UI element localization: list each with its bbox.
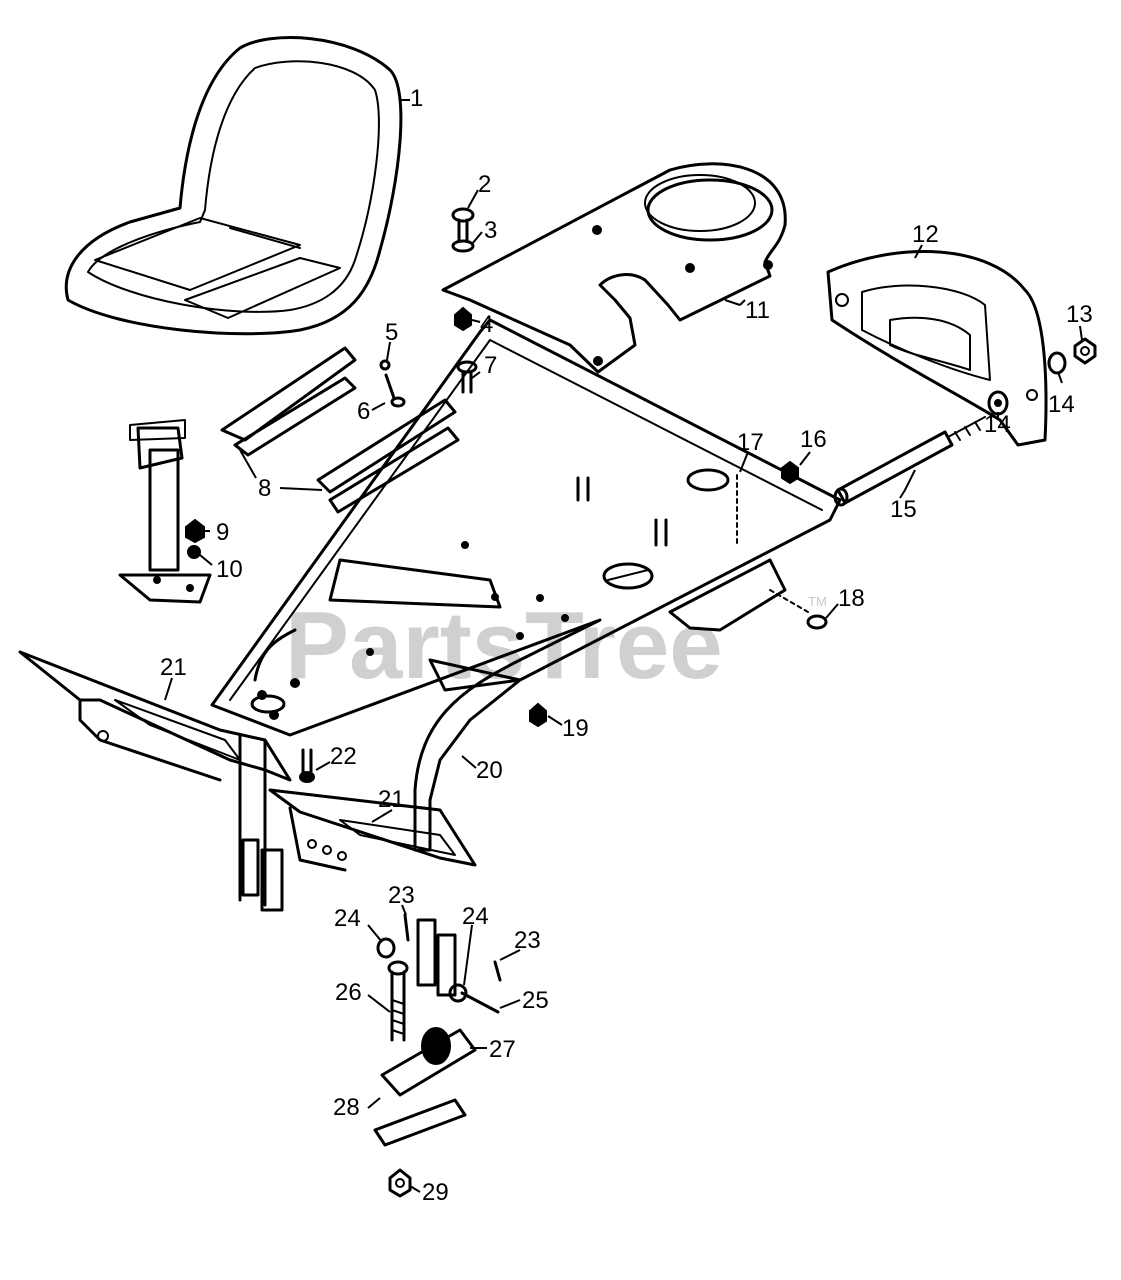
- main-frame-part[interactable]: [210, 318, 842, 907]
- bolt-26-part[interactable]: [387, 960, 409, 1042]
- pin-25-part[interactable]: [460, 991, 500, 1014]
- cotter-pin-23-left-part[interactable]: [403, 913, 410, 942]
- callout-2: 2: [478, 171, 491, 198]
- nut-13-part[interactable]: [1073, 337, 1097, 365]
- callout-21-right: 21: [378, 786, 405, 813]
- callout-27: 27: [489, 1036, 516, 1063]
- callout-12: 12: [912, 221, 939, 248]
- fender-plate-part[interactable]: [441, 162, 787, 374]
- callout-28: 28: [333, 1094, 360, 1121]
- bolt-7-part[interactable]: [456, 360, 478, 394]
- strap-8-part[interactable]: [220, 346, 460, 514]
- washer-10-part[interactable]: [187, 545, 201, 559]
- callout-10: 10: [216, 556, 243, 583]
- nut-19-part[interactable]: [529, 702, 547, 728]
- bolt-22-part[interactable]: [299, 748, 315, 783]
- callout-23-right: 23: [514, 927, 541, 954]
- callout-4: 4: [480, 311, 493, 338]
- nut-29-part[interactable]: [388, 1168, 412, 1198]
- spacer-24-right-part[interactable]: [448, 983, 468, 1003]
- nut-9-part[interactable]: [185, 518, 205, 544]
- callout-13: 13: [1066, 301, 1093, 328]
- plate-28-part[interactable]: [373, 1098, 467, 1147]
- trademark-text: TM: [808, 594, 827, 609]
- callout-22: 22: [330, 743, 357, 770]
- seat-part[interactable]: [64, 36, 403, 336]
- callout-8: 8: [258, 475, 271, 502]
- cotter-pin-23-right-part[interactable]: [493, 960, 502, 982]
- callout-6: 6: [357, 398, 370, 425]
- callout-20: 20: [476, 757, 503, 784]
- footrest-21-left-part[interactable]: [18, 650, 292, 782]
- callout-21-left: 21: [160, 654, 187, 681]
- hitch-plate-27-part[interactable]: [380, 1027, 477, 1097]
- washer-5-part[interactable]: [379, 359, 391, 371]
- callout-23-left: 23: [388, 882, 415, 909]
- bolt-6-part[interactable]: [384, 373, 406, 408]
- callout-9: 9: [216, 519, 229, 546]
- callout-18: 18: [838, 585, 865, 612]
- clip-18-part[interactable]: [769, 589, 828, 630]
- callout-labels: 1 2 3 4 5 6 7 8 9 10 11 12 13 14 14 15 1…: [160, 85, 1093, 1206]
- callout-11: 11: [745, 297, 770, 324]
- callout-14-lower: 14: [984, 411, 1011, 438]
- leader-lines: [164, 99, 1083, 1193]
- callout-15: 15: [890, 496, 917, 523]
- callout-17: 17: [737, 429, 764, 456]
- callout-5: 5: [385, 319, 398, 346]
- nut-16-part[interactable]: [781, 460, 799, 485]
- callout-25: 25: [522, 987, 549, 1014]
- washer-3-part[interactable]: [451, 239, 475, 253]
- callout-24-left: 24: [334, 905, 361, 932]
- callout-3: 3: [484, 217, 497, 244]
- rear-weight-part[interactable]: [826, 249, 1048, 447]
- nut-4-part[interactable]: [454, 306, 472, 332]
- spacer-24-left-part[interactable]: [376, 937, 396, 959]
- callout-14-upper: 14: [1048, 391, 1075, 418]
- washer-14-upper-part[interactable]: [1047, 351, 1067, 375]
- pedestal-part[interactable]: [118, 419, 212, 604]
- hitch-bracket-part[interactable]: [241, 838, 457, 997]
- callout-19: 19: [562, 715, 589, 742]
- rod-15-part[interactable]: [833, 416, 986, 507]
- callout-1: 1: [410, 85, 423, 112]
- callout-24-right: 24: [462, 903, 489, 930]
- callout-16: 16: [800, 426, 827, 453]
- callout-26: 26: [335, 979, 362, 1006]
- callout-29: 29: [422, 1179, 449, 1206]
- bolt-2-part[interactable]: [451, 207, 475, 242]
- footrest-21-right-part[interactable]: [268, 788, 477, 872]
- callout-7: 7: [484, 352, 497, 379]
